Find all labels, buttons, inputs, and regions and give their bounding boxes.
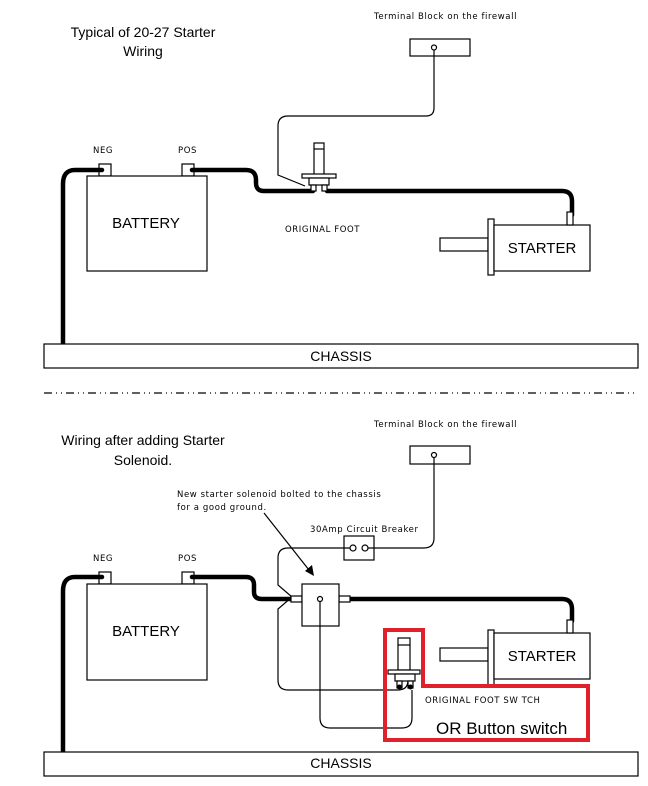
bottom-starter bbox=[439, 619, 591, 687]
top-starter bbox=[439, 211, 591, 276]
bottom-pos-label: POS bbox=[178, 554, 197, 564]
top-switch-to-starter-cable bbox=[324, 188, 575, 218]
switch-highlight-outline bbox=[383, 628, 590, 742]
bottom-title-line2: Solenoid. bbox=[114, 452, 172, 468]
arrow-head-icon bbox=[305, 565, 314, 576]
breaker-terminal-2 bbox=[361, 544, 369, 552]
top-terminal-post bbox=[430, 44, 438, 51]
solenoid-to-starter-cable bbox=[347, 596, 575, 624]
bottom-battery bbox=[86, 583, 208, 681]
top-terminal-block bbox=[409, 38, 471, 57]
top-foot-switch-plunger bbox=[313, 142, 325, 176]
top-terminal-wire bbox=[277, 50, 435, 187]
solenoid-note-line2: for a good ground. bbox=[177, 503, 267, 513]
breaker-to-terminal-wire bbox=[368, 458, 435, 549]
top-starter-label: STARTER bbox=[508, 240, 577, 257]
button-switch-label: OR Button switch bbox=[436, 719, 567, 738]
top-battery bbox=[86, 175, 208, 272]
top-ground-cable bbox=[60, 167, 105, 347]
bottom-terminal-block bbox=[409, 445, 471, 465]
bottom-chassis bbox=[43, 751, 639, 777]
top-title-line1: Typical of 20-27 Starter bbox=[71, 24, 216, 40]
bottom-starter-label: STARTER bbox=[508, 648, 577, 665]
top-diagram: Typical of 20-27 Starter Wiring Terminal… bbox=[43, 12, 639, 369]
top-chassis-label: CHASSIS bbox=[310, 348, 371, 364]
solenoid-to-switch-wire bbox=[319, 602, 413, 729]
bottom-diagram: Wiring after adding Starter Solenoid. Te… bbox=[43, 420, 639, 777]
bottom-ground-cable bbox=[60, 574, 105, 755]
bottom-chassis-label: CHASSIS bbox=[310, 755, 371, 771]
top-chassis bbox=[43, 343, 639, 369]
top-foot-switch bbox=[301, 142, 337, 192]
breaker-to-switch-wire bbox=[277, 547, 409, 691]
top-battery-to-switch-cable bbox=[189, 167, 316, 194]
top-neg-label: NEG bbox=[93, 146, 113, 156]
bottom-terminal-post bbox=[430, 451, 438, 459]
bottom-foot-switch-label: ORIGINAL FOOT SW TCH bbox=[425, 696, 541, 706]
bottom-battery-label: BATTERY bbox=[112, 623, 180, 640]
solenoid-note-line1: New starter solenoid bolted to the chass… bbox=[177, 490, 381, 500]
bottom-neg-label: NEG bbox=[93, 554, 113, 564]
bottom-terminal-block-label: Terminal Block on the firewall bbox=[373, 420, 517, 430]
top-pos-label: POS bbox=[178, 146, 197, 156]
breaker-label: 30Amp Circuit Breaker bbox=[310, 525, 419, 535]
solenoid-note-arrow bbox=[263, 512, 310, 571]
battery-to-solenoid-cable bbox=[189, 574, 294, 602]
top-title-line2: Wiring bbox=[123, 43, 163, 59]
bottom-foot-switch bbox=[387, 637, 421, 690]
breaker-terminal-1 bbox=[349, 544, 357, 552]
top-foot-switch-label: ORIGINAL FOOT bbox=[285, 225, 360, 235]
bottom-title-line1: Wiring after adding Starter bbox=[61, 432, 225, 448]
top-terminal-block-label: Terminal Block on the firewall bbox=[373, 12, 517, 22]
top-battery-label: BATTERY bbox=[112, 215, 180, 232]
